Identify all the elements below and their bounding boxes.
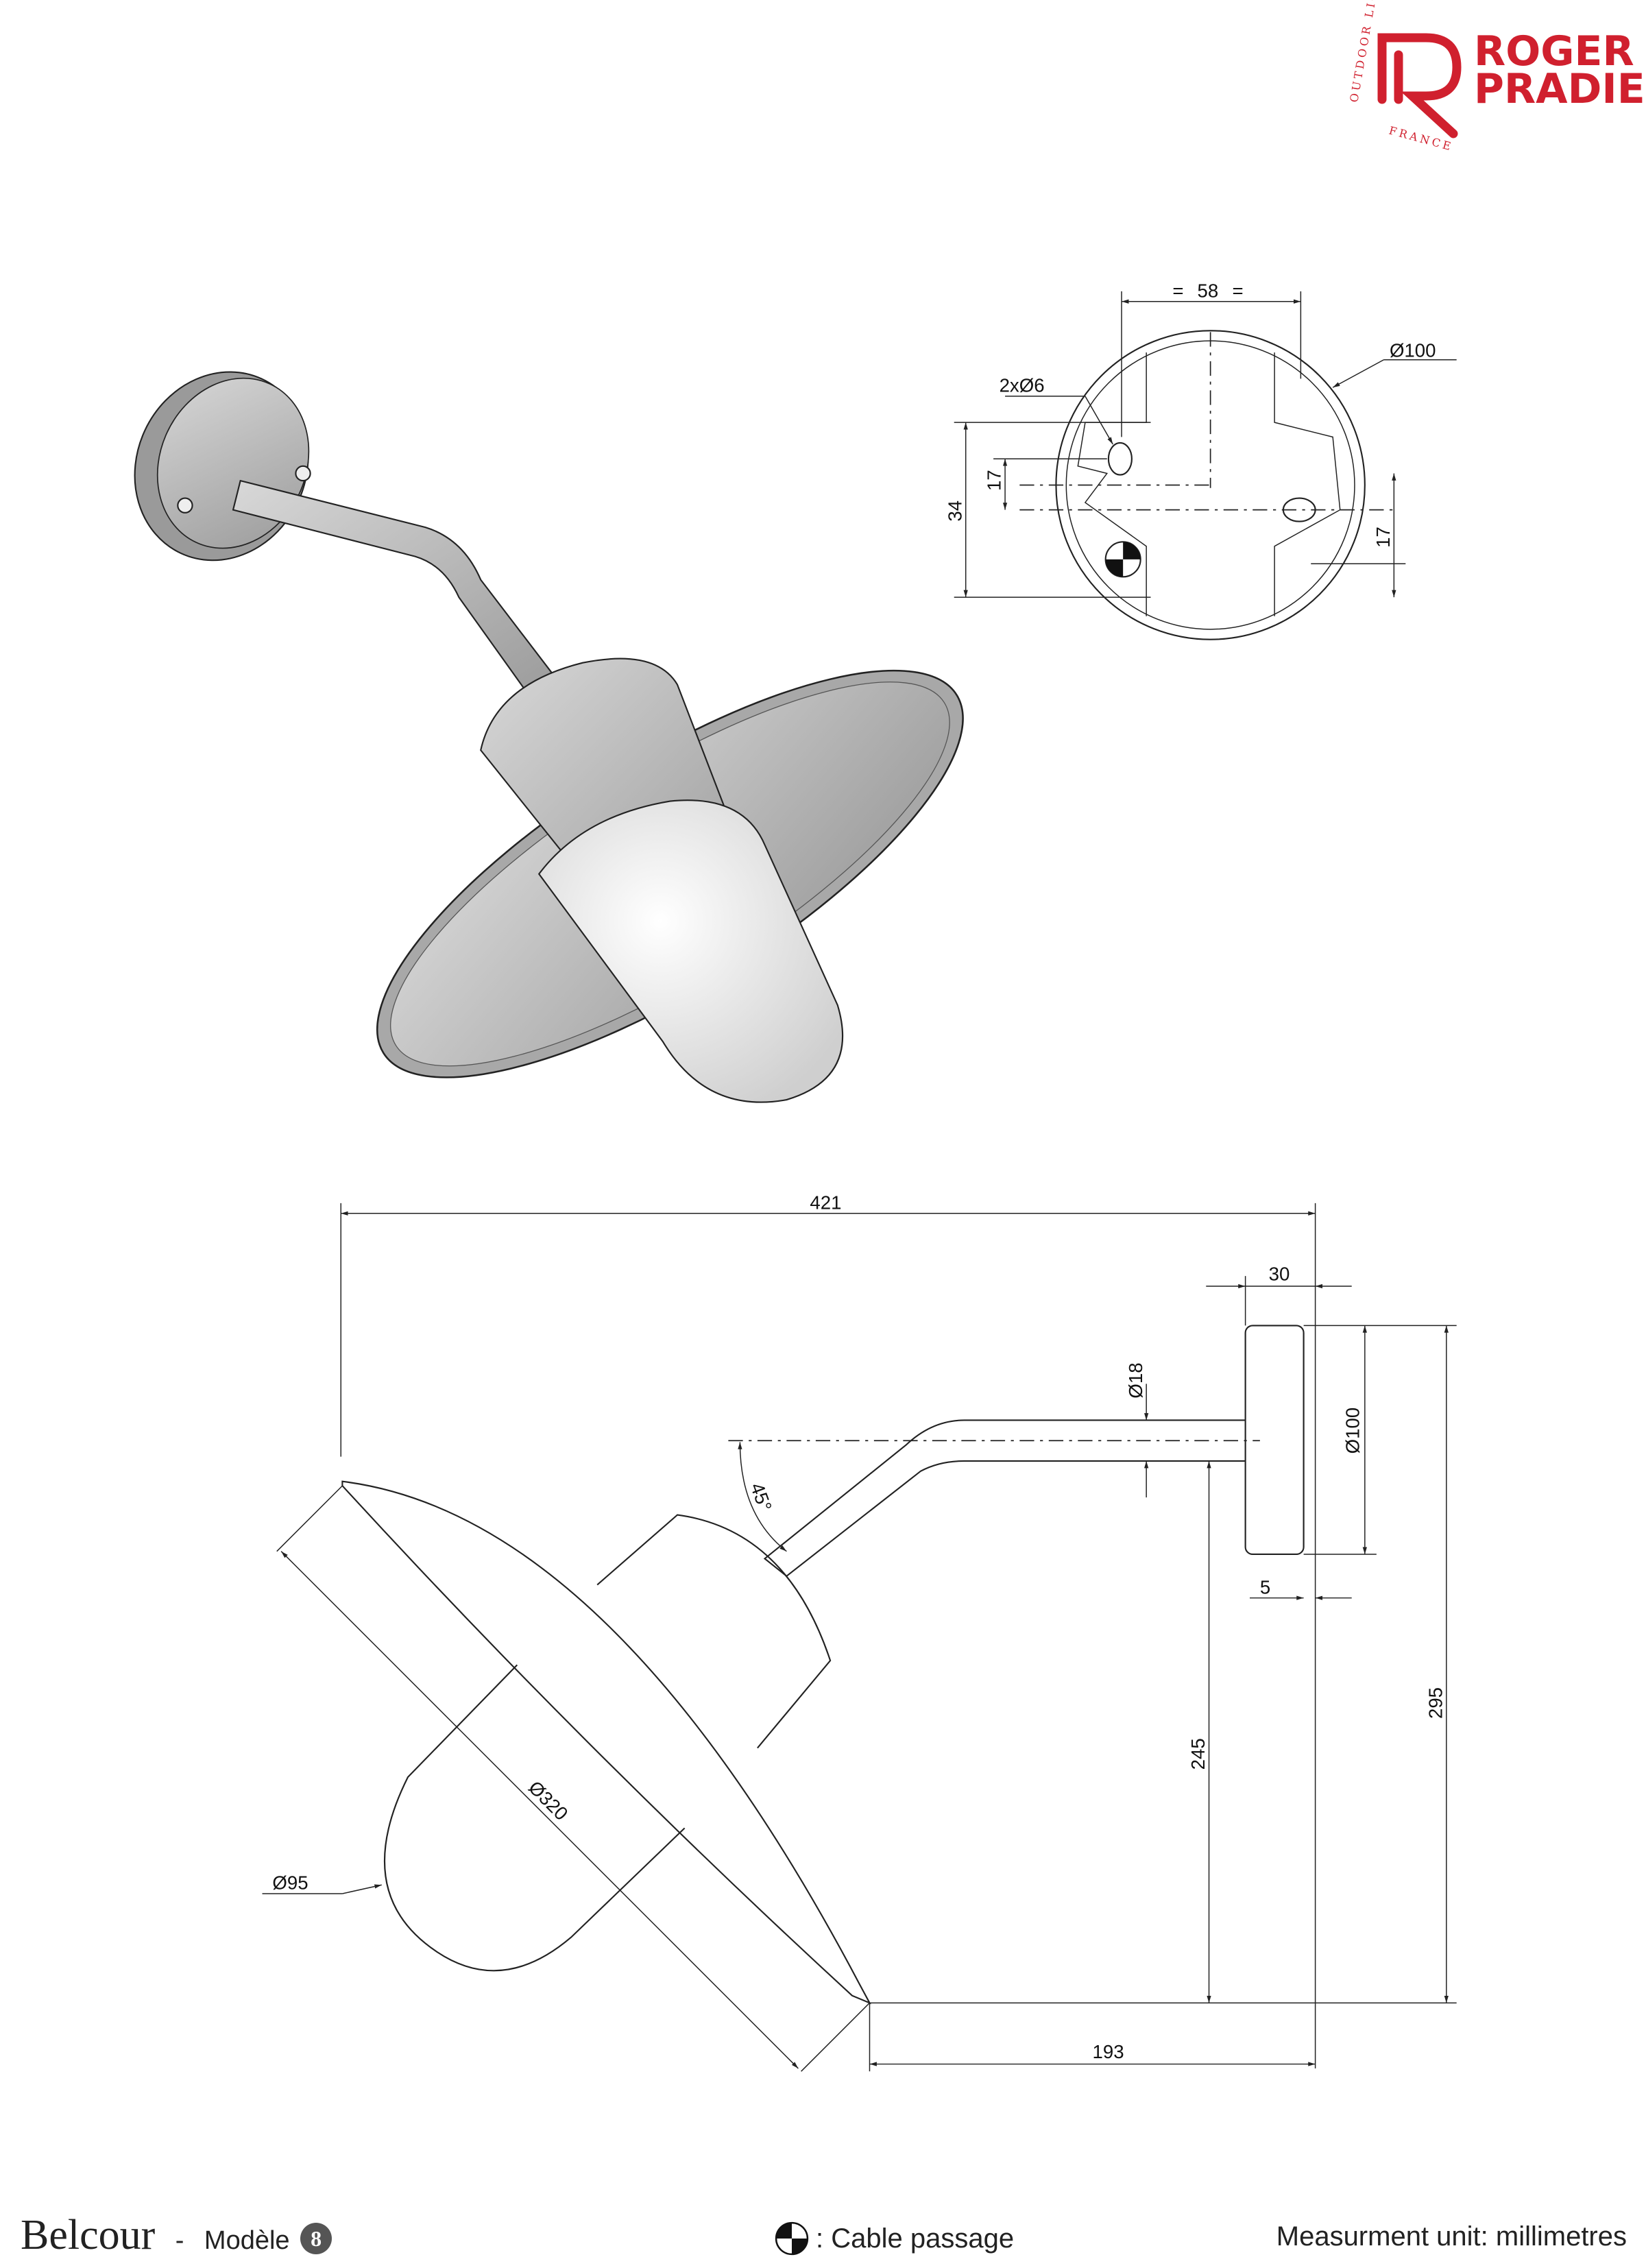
dim-eq-left: = [1172, 280, 1183, 301]
dim-5: 5 [1260, 1576, 1270, 1597]
dim-30: 30 [1269, 1264, 1290, 1285]
dim-angle: 45° [747, 1480, 776, 1515]
product-name: Belcour [21, 2212, 156, 2258]
dim-421: 421 [810, 1192, 841, 1213]
brand-name-line1: ROGER [1474, 27, 1634, 75]
side-view: 421 30 Ø18 Ø100 5 45° Ø320 Ø95 245 295 1… [262, 1192, 1457, 2072]
brand-logo: ROGER PRADIER OUTDOOR LIGHTING FRANCE [1347, 0, 1646, 151]
model-label: Modèle [204, 2226, 290, 2255]
dim-17-left: 17 [984, 470, 1005, 491]
cable-passage-label: : Cable passage [816, 2223, 1015, 2254]
model-number-badge: 8 [300, 2223, 332, 2254]
plan-view: = 58 = Ø100 2xØ6 34 17 17 [944, 280, 1457, 640]
dim-34: 34 [944, 500, 965, 522]
dim-plate-diameter: Ø100 [1342, 1408, 1363, 1454]
dim-shade-diameter: Ø320 [524, 1776, 572, 1824]
measurement-unit: Measurment unit: millimetres [1276, 2221, 1627, 2252]
dim-193: 193 [1093, 2041, 1124, 2062]
dim-295: 295 [1425, 1687, 1446, 1719]
dim-eq-right: = [1233, 280, 1244, 301]
dim-holes: 2xØ6 [1000, 375, 1045, 396]
brand-name-line2: PRADIER [1474, 65, 1646, 113]
isometric-view [134, 371, 964, 1103]
cable-passage-icon [775, 2221, 809, 2256]
dim-plan-diameter: Ø100 [1390, 340, 1436, 361]
dim-245: 245 [1187, 1738, 1209, 1770]
cable-passage-icon [1104, 541, 1141, 578]
dim-17-right: 17 [1372, 527, 1394, 548]
separator: - [175, 2226, 184, 2255]
dim-arm-diameter: Ø18 [1125, 1362, 1146, 1398]
cable-passage-legend: : Cable passage [775, 2221, 1014, 2256]
dim-globe-diameter: Ø95 [272, 1872, 308, 1894]
product-title: Belcour - Modèle 8 [21, 2211, 332, 2260]
dim-58: 58 [1198, 280, 1219, 301]
